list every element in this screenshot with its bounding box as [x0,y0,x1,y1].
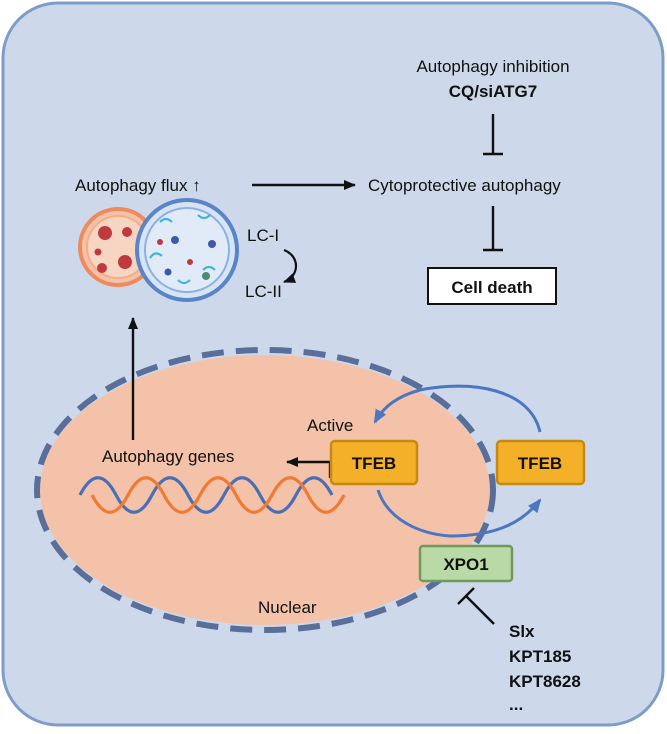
tfeb-nuclear-label: TFEB [352,454,396,473]
drug-more: ... [509,695,523,714]
import-arrow [373,384,542,433]
autophagosome [135,198,239,302]
cytoprotective-autophagy-label: Cytoprotective autophagy [368,176,561,195]
nuclear-label: Nuclear [258,598,317,617]
autophagy-inhibition-label: Autophagy inhibition [416,57,569,76]
lc2-label: LC-II [245,282,282,301]
autophagy-flux-label: Autophagy flux ↑ [75,176,201,195]
inhibition-arrow-autophagy [483,114,503,156]
active-label: Active [307,416,353,435]
lc1-label: LC-I [247,226,279,245]
drug-kpt185: KPT185 [509,647,571,666]
xpo1-box [418,544,514,583]
lysosome [78,207,158,287]
inhibition-arrow-cell-death [483,206,503,252]
dna-strand-blue [78,476,334,514]
tfeb-cytoplasm-label: TFEB [518,454,562,473]
xpo1-label: XPO1 [443,555,488,574]
cell-death-label: Cell death [451,278,532,297]
drug-kpt8628: KPT8628 [509,672,581,691]
autophagy-genes-label: Autophagy genes [102,447,234,466]
drug-slx: Slx [509,622,535,641]
inhibitor-label: CQ/siATG7 [449,82,537,101]
tfeb-nuclear-box [329,439,419,486]
dna-strand-orange [90,476,346,514]
cell-death-box [427,267,557,305]
xpo1-inhibition-arrow [457,587,495,625]
export-arrow [376,489,542,538]
nuclear-envelope [34,347,496,633]
lc-conversion-arrow [283,248,298,284]
tfeb-cytoplasm-box [495,439,586,486]
nucleus-fill [40,355,490,625]
